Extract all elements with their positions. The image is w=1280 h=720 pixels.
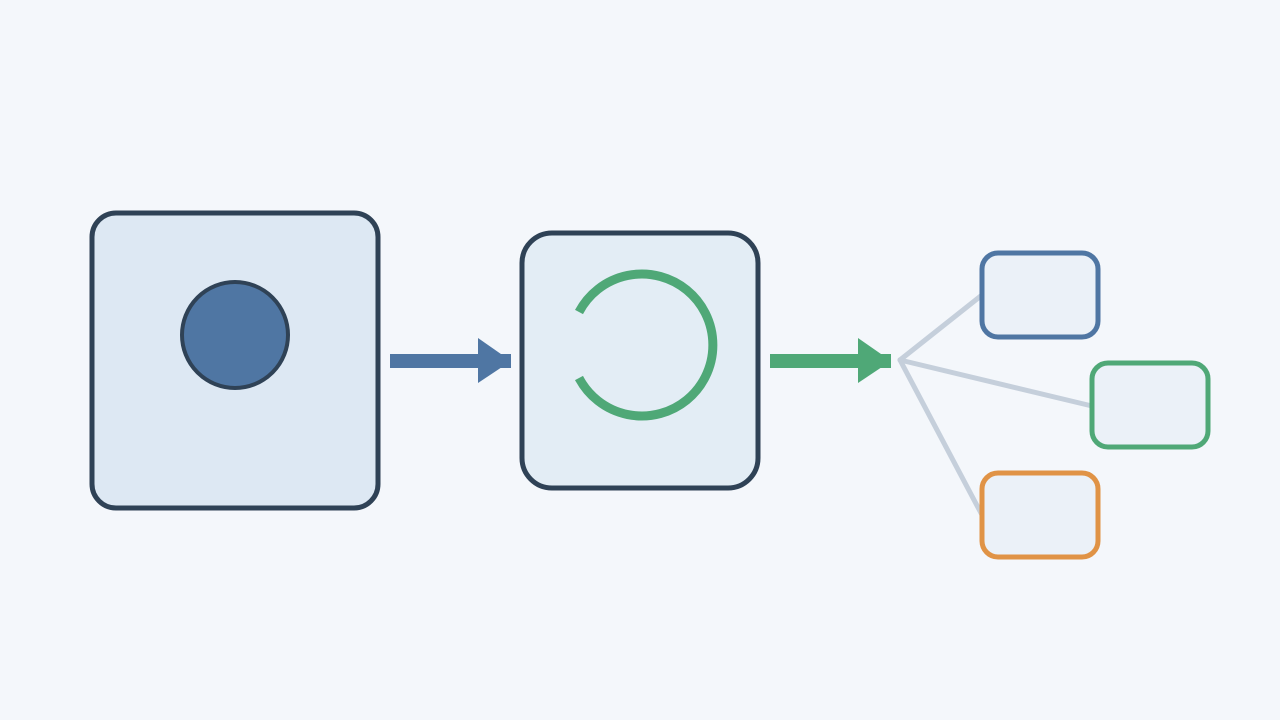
- output-box-1: [979, 250, 1101, 340]
- connector-line-3: [897, 357, 985, 518]
- source-node: [89, 210, 381, 511]
- output-box-2: [1089, 360, 1211, 450]
- arrow-source-to-process: [390, 338, 511, 383]
- arrow-process-to-outputs: [770, 338, 891, 383]
- output-list: [979, 250, 1211, 560]
- process-node: [519, 230, 761, 491]
- branch-icon: [897, 292, 1095, 518]
- loop-icon: [575, 269, 718, 421]
- connector-line-1: [897, 292, 985, 363]
- dot-icon: [180, 280, 290, 390]
- connector-line-2: [897, 357, 1095, 409]
- arrow-head-icon: [478, 338, 511, 383]
- output-box-3: [979, 470, 1101, 560]
- arrow-head-icon: [858, 338, 891, 383]
